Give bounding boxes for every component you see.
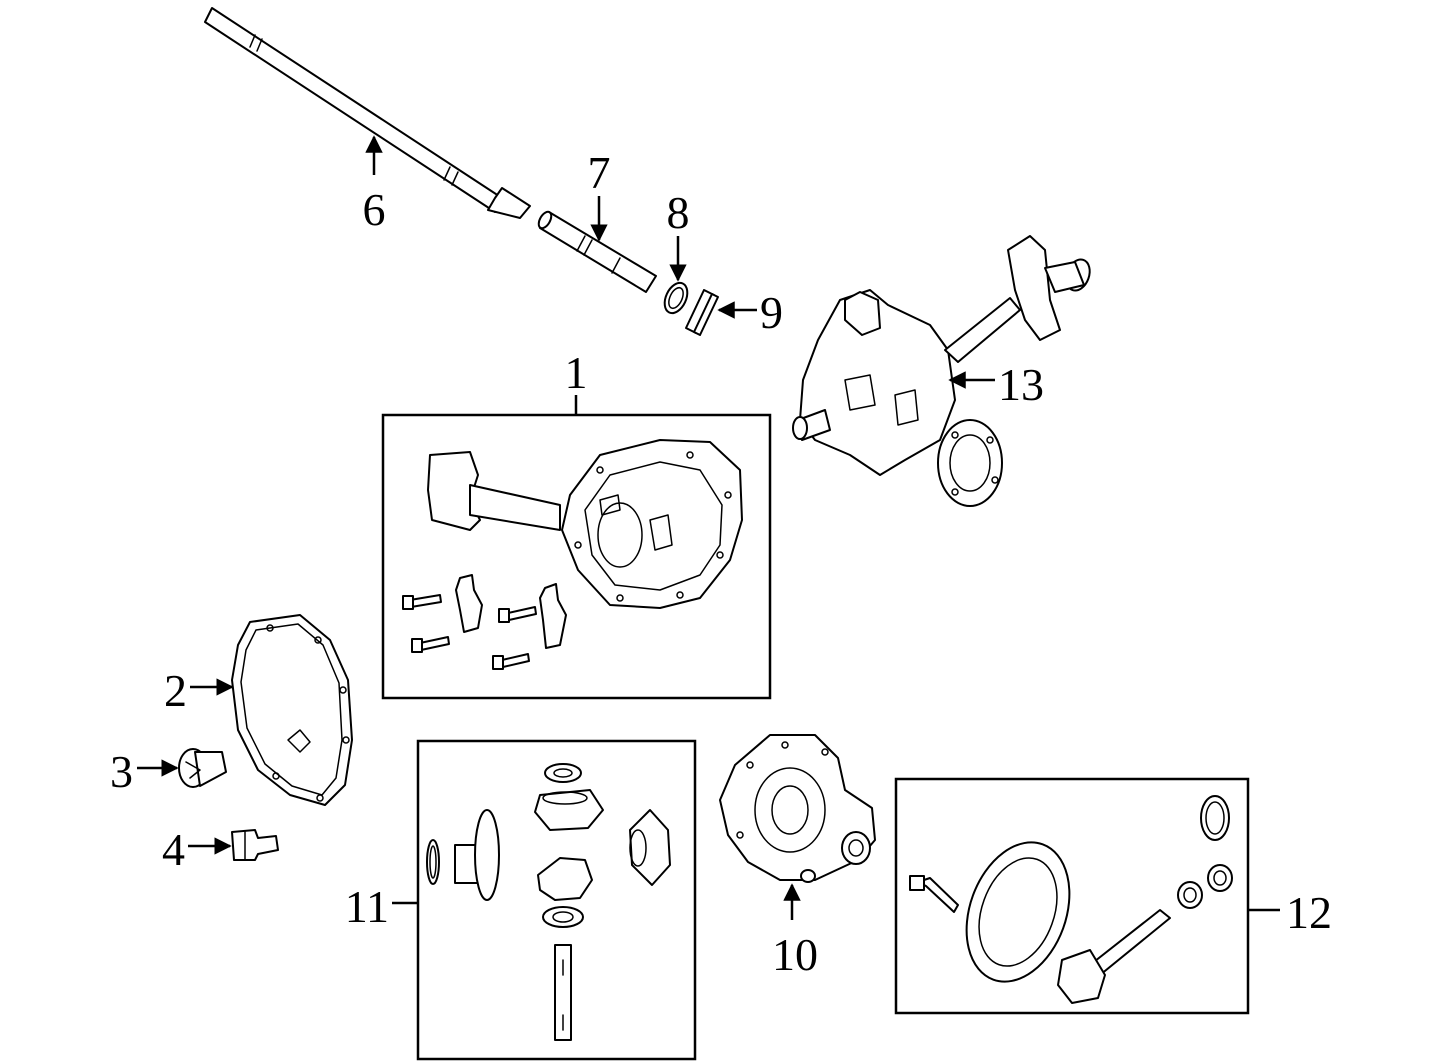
part-12-box [894, 777, 1250, 1015]
fill-plug-part-3[interactable] [178, 748, 227, 788]
callout-7: 7 [588, 147, 611, 198]
callout-11: 11 [345, 881, 389, 932]
bearing-part-9[interactable] [685, 289, 719, 336]
vent-part-4[interactable] [231, 829, 279, 861]
axle-housing-assembly-part-13[interactable] [792, 235, 1094, 507]
ring-and-pinion-part-12[interactable] [909, 795, 1233, 1004]
axle-shaft-part-6[interactable] [204, 7, 531, 219]
seal-ring-part-8[interactable] [660, 279, 692, 316]
part-11-box [416, 739, 697, 1061]
callout-8: 8 [667, 187, 690, 238]
callout-1: 1 [565, 347, 588, 398]
differential-cover-part-2[interactable] [231, 614, 353, 806]
differential-case-part-10[interactable] [719, 734, 876, 883]
part-1-box [381, 413, 772, 700]
callout-4: 4 [162, 824, 185, 875]
differential-housing-part-1[interactable] [427, 439, 743, 609]
bearing-cap-group-part-1[interactable] [455, 574, 567, 649]
callout-9: 9 [760, 287, 783, 338]
stub-shaft-part-7[interactable] [536, 210, 657, 293]
callout-2: 2 [164, 665, 187, 716]
differential-gear-kit-part-11[interactable] [426, 763, 671, 1041]
callout-6: 6 [363, 184, 386, 235]
callout-12: 12 [1286, 887, 1332, 938]
callout-10: 10 [772, 929, 818, 980]
callout-3: 3 [110, 746, 133, 797]
bolt-group-part-1[interactable] [402, 594, 537, 670]
callout-13: 13 [998, 359, 1044, 410]
